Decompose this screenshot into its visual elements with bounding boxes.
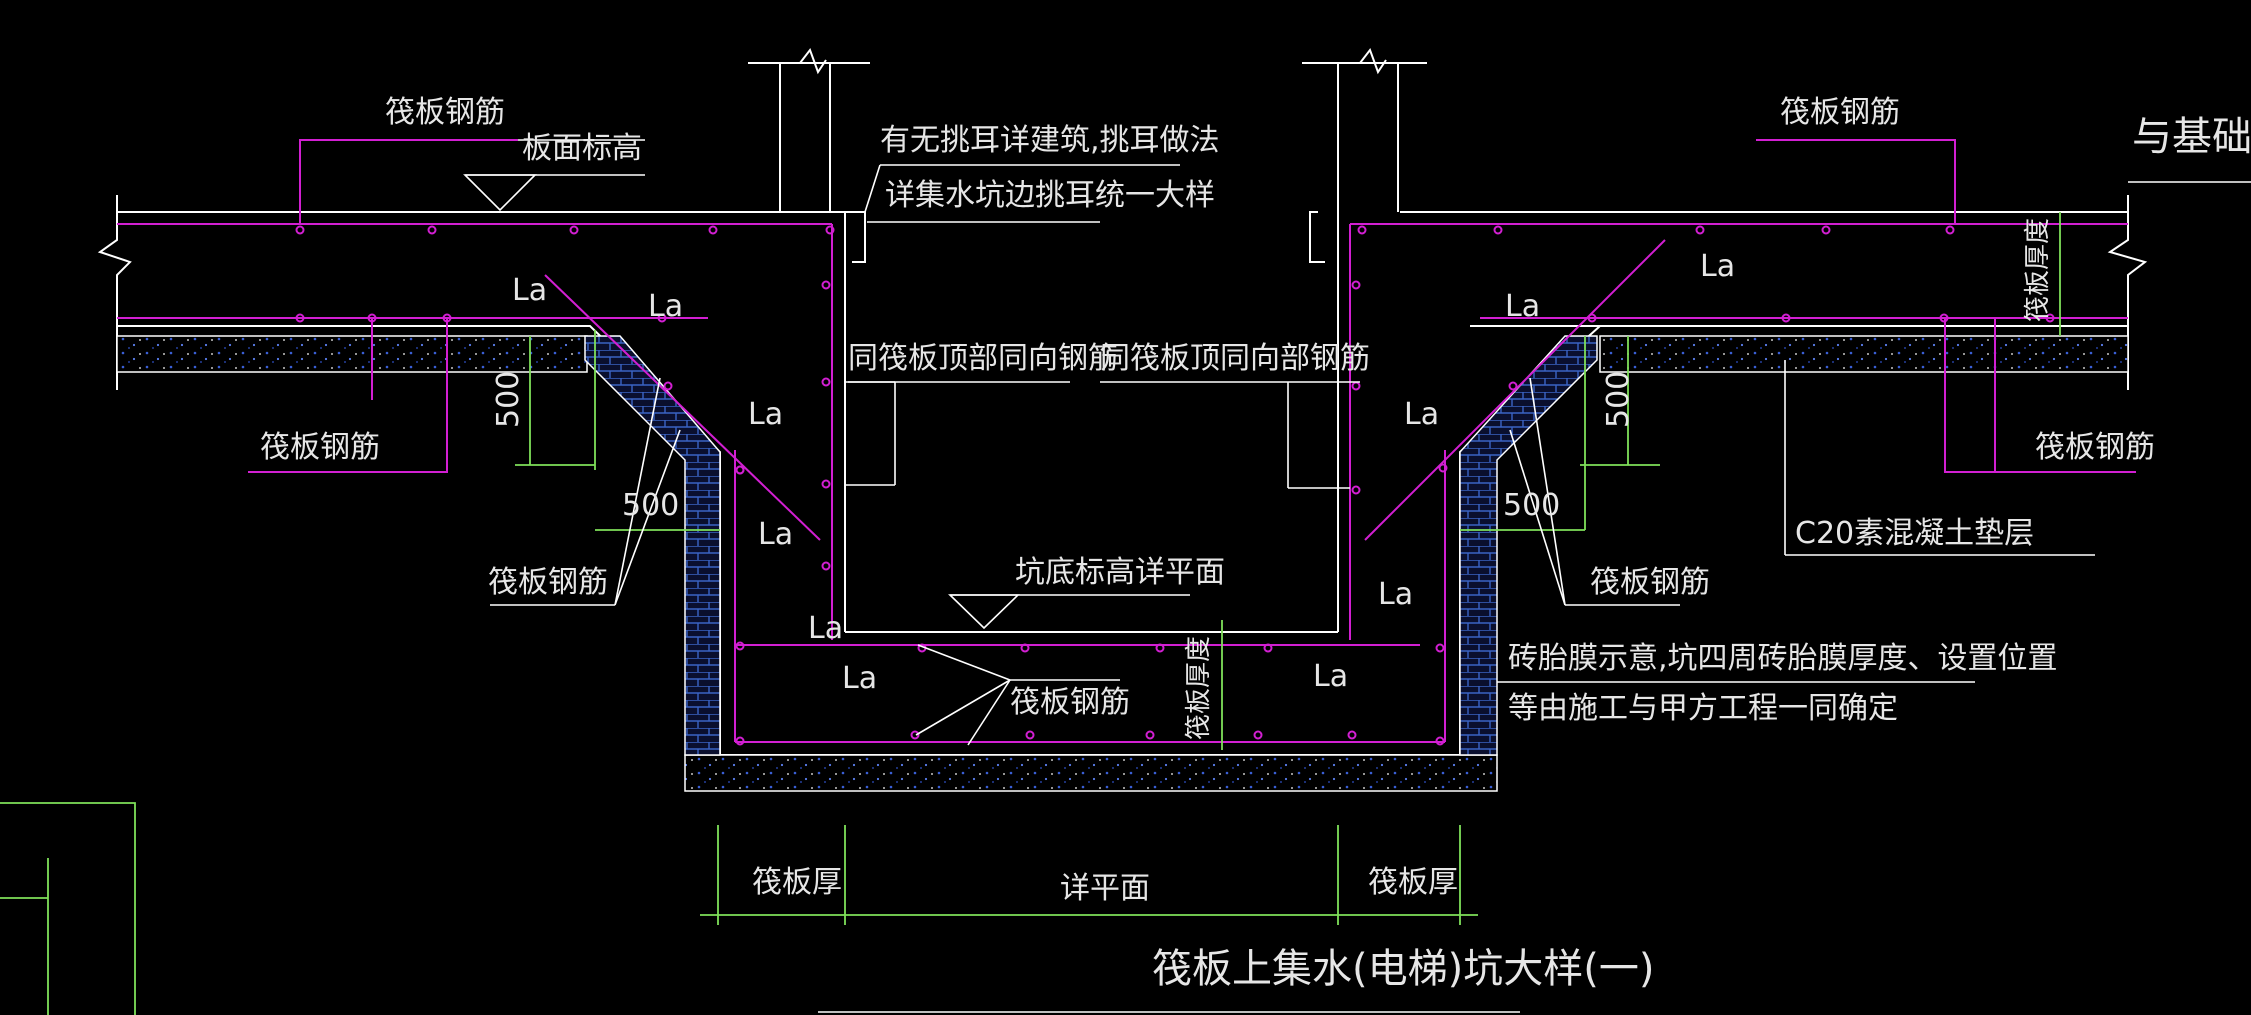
label-brick-note-1: 砖胎膜示意,坑四周砖胎膜厚度、设置位置	[1508, 641, 2058, 676]
label-la-10: La	[1378, 577, 1413, 612]
label-ear-note-1: 有无挑耳详建筑,挑耳做法	[880, 123, 1220, 158]
label-raft-rebar-top-right: 筏板钢筋	[1780, 95, 1900, 130]
label-see-plan: 详平面	[1060, 871, 1150, 906]
label-la-1: La	[512, 273, 547, 308]
label-raft-rebar-right-mid: 筏板钢筋	[2035, 430, 2155, 465]
label-la-9: La	[1404, 397, 1439, 432]
label-dim-500-right: 500	[1503, 488, 1560, 523]
label-dim-500-right-vert: 500	[1601, 371, 1636, 428]
dimension-lines	[0, 212, 2061, 1015]
rebar-dots	[295, 225, 2055, 746]
label-la-6: La	[842, 661, 877, 696]
label-ear-note-2: 详集水坑边挑耳统一大样	[885, 178, 1215, 213]
drawing-title: 筏板上集水(电梯)坑大样(一)	[1152, 946, 1654, 992]
label-same-top-rebar-right: 同筏板顶同向部钢筋	[1100, 341, 1370, 376]
brick-formwork-left	[584, 335, 721, 756]
label-cropped-top-right: 与基础同	[2132, 114, 2251, 160]
label-raft-rebar-top-left: 筏板钢筋	[385, 95, 505, 130]
label-raft-rebar-bottom: 筏板钢筋	[1010, 685, 1130, 720]
label-dim-500-left-vert: 500	[491, 371, 526, 428]
label-raft-thickness-vert-center: 筏板厚度	[1184, 636, 1214, 740]
label-la-8: La	[1505, 289, 1540, 324]
label-la-3: La	[748, 397, 783, 432]
cushion-layer-right	[1599, 335, 2129, 373]
brick-formwork-right	[1459, 335, 1598, 756]
label-brick-note-2: 等由施工与甲方工程一同确定	[1508, 691, 1898, 726]
label-raft-thick-left: 筏板厚	[752, 865, 842, 900]
label-raft-rebar-right-low: 筏板钢筋	[1590, 565, 1710, 600]
label-cushion: C20素混凝土垫层	[1795, 516, 2034, 551]
label-raft-rebar-left-mid: 筏板钢筋	[260, 430, 380, 465]
leader-lines	[463, 139, 2251, 1013]
label-la-5: La	[808, 611, 843, 646]
cushion-layer-bottom	[684, 754, 1498, 792]
rebar-lines	[117, 139, 2136, 743]
label-raft-thickness-vert-right: 筏板厚度	[2023, 218, 2053, 322]
label-la-4: La	[758, 517, 793, 552]
cushion-layer-left	[116, 335, 588, 373]
label-slab-elevation: 板面标高	[522, 131, 642, 166]
label-dim-500-left: 500	[622, 488, 679, 523]
label-la-7: La	[1700, 249, 1735, 284]
label-raft-thick-right: 筏板厚	[1368, 865, 1458, 900]
label-pit-bottom-elevation: 坑底标高详平面	[1015, 555, 1225, 590]
label-la-2: La	[648, 289, 683, 324]
label-la-11: La	[1313, 659, 1348, 694]
label-raft-rebar-left-low: 筏板钢筋	[488, 565, 608, 600]
label-same-top-rebar-left: 同筏板顶部同向钢筋	[848, 341, 1118, 376]
